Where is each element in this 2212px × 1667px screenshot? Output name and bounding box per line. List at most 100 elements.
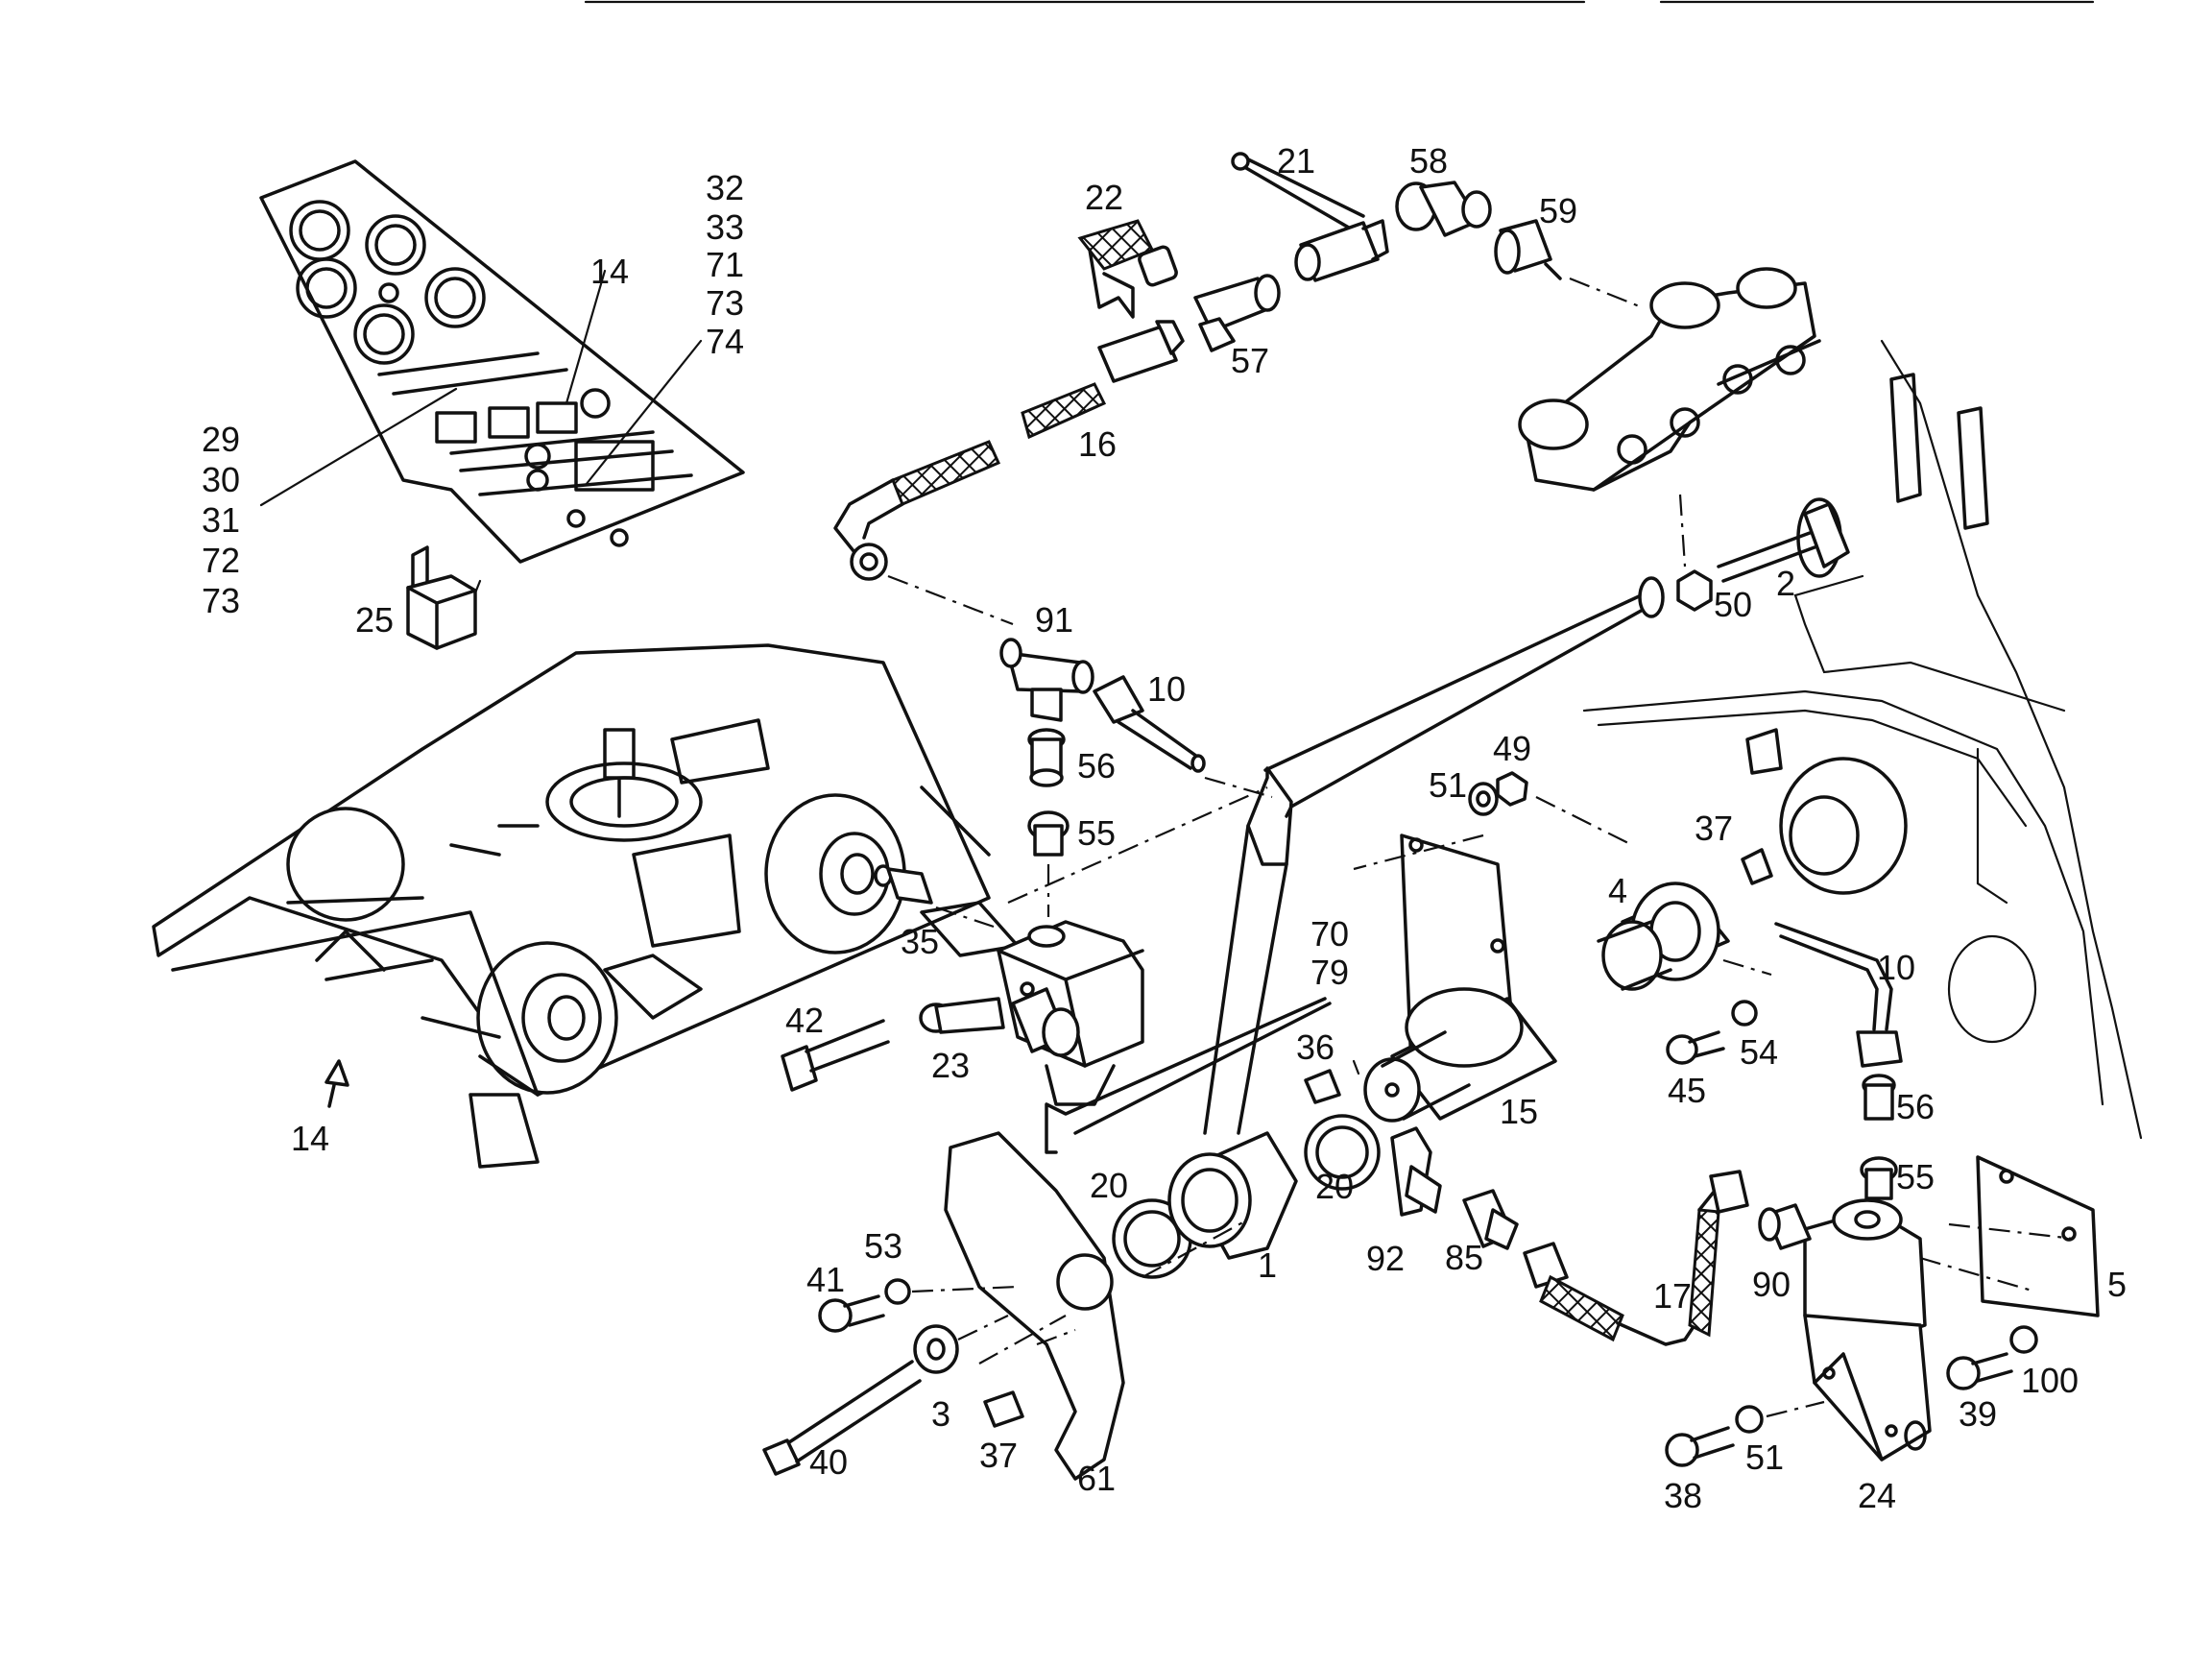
relay xyxy=(406,545,477,650)
callout-73a: 73 xyxy=(202,581,240,620)
callout-30: 30 xyxy=(202,460,240,499)
instrument-panel xyxy=(259,159,745,564)
bolt-40 xyxy=(762,1360,922,1476)
callout-55b: 55 xyxy=(1896,1157,1935,1196)
callout-49: 49 xyxy=(1493,729,1531,768)
bolt-42 xyxy=(781,1019,890,1092)
callout-15: 15 xyxy=(1500,1092,1538,1131)
callout-90: 90 xyxy=(1752,1265,1791,1304)
callout-25: 25 xyxy=(355,600,394,640)
elbow-90 xyxy=(1758,1203,1812,1250)
callout-100: 100 xyxy=(2021,1361,2079,1400)
fitting-59 xyxy=(1494,219,1562,280)
callout-21: 21 xyxy=(1277,141,1315,181)
fitting-55b xyxy=(1860,1156,1898,1200)
callout-70: 70 xyxy=(1310,914,1349,954)
bushing-20b xyxy=(1304,1114,1381,1191)
callout-55a: 55 xyxy=(1077,813,1116,853)
washer-51 xyxy=(1468,782,1499,816)
bearing-housing-1 xyxy=(1167,1131,1298,1260)
callout-42: 42 xyxy=(785,1001,824,1040)
washer-100 xyxy=(2009,1325,2038,1354)
callout-50: 50 xyxy=(1714,585,1752,624)
callout-29: 29 xyxy=(202,420,240,459)
callout-labels: 1 2 3 4 5 10 10 14 14 15 16 17 20 20 21 … xyxy=(202,141,2127,1515)
callout-4: 4 xyxy=(1608,871,1627,910)
callout-14a: 14 xyxy=(590,252,629,291)
callout-14b: 14 xyxy=(291,1119,329,1158)
washer-51b xyxy=(1735,1405,1764,1434)
callout-79: 79 xyxy=(1310,953,1349,992)
callout-56a: 56 xyxy=(1077,746,1116,785)
callout-24: 24 xyxy=(1858,1476,1896,1515)
tee-fitting-57 xyxy=(1193,274,1281,352)
callout-37a: 37 xyxy=(1695,809,1733,848)
callout-56b: 56 xyxy=(1896,1087,1935,1126)
column-tube xyxy=(1203,576,1665,1135)
pin-37b xyxy=(1741,848,1773,885)
hose-17 xyxy=(1523,1170,1749,1346)
callout-74: 74 xyxy=(706,322,744,361)
shaft-15 xyxy=(1363,987,1557,1123)
callout-41: 41 xyxy=(806,1260,845,1299)
pipe-10 xyxy=(1093,675,1206,773)
plate-5 xyxy=(1976,1155,2100,1317)
callout-91: 91 xyxy=(1035,600,1073,640)
valve-21 xyxy=(1231,152,1389,282)
tee-fitting-91 xyxy=(999,638,1094,722)
callout-61: 61 xyxy=(1077,1459,1116,1498)
callout-5: 5 xyxy=(2107,1265,2127,1304)
callout-36: 36 xyxy=(1296,1027,1334,1067)
callout-92: 92 xyxy=(1366,1239,1405,1278)
fitting-85 xyxy=(1462,1189,1519,1250)
washer-3 xyxy=(913,1324,959,1374)
block-24 xyxy=(1803,1198,1932,1462)
callout-53: 53 xyxy=(864,1226,902,1266)
wheel-hub xyxy=(1745,728,1908,895)
bolt-45 xyxy=(1666,1030,1725,1065)
callout-20b: 20 xyxy=(1315,1167,1354,1206)
pin-37 xyxy=(983,1390,1024,1428)
callout-54: 54 xyxy=(1740,1032,1778,1072)
callout-20a: 20 xyxy=(1090,1166,1128,1205)
washer-53 xyxy=(884,1278,911,1305)
callout-37b: 37 xyxy=(979,1436,1018,1475)
fitting-55 xyxy=(1027,810,1070,857)
callout-23: 23 xyxy=(931,1046,970,1085)
callout-10a: 10 xyxy=(1147,669,1186,709)
bolt-38 xyxy=(1665,1426,1735,1467)
callout-71: 71 xyxy=(706,245,744,284)
fitting-35 xyxy=(874,864,933,905)
frame-outline xyxy=(1582,339,2143,1140)
bar-stock xyxy=(1889,373,1922,503)
callout-32: 32 xyxy=(706,168,744,207)
block-4 xyxy=(1597,882,1730,991)
nipple-56b xyxy=(1862,1074,1896,1121)
elbow-58 xyxy=(1395,181,1492,237)
bolt-39 xyxy=(1946,1352,2013,1390)
tee-92 xyxy=(1390,1126,1442,1217)
nut-10 xyxy=(1856,1030,1903,1068)
callout-40: 40 xyxy=(809,1442,848,1482)
bolt-41 xyxy=(818,1294,885,1333)
fitting-22 xyxy=(1077,219,1178,319)
callout-22: 22 xyxy=(1085,178,1123,217)
washer-54 xyxy=(1731,1000,1758,1027)
callout-85: 85 xyxy=(1445,1238,1483,1277)
hose-16 xyxy=(833,320,1185,581)
callout-58: 58 xyxy=(1409,141,1448,181)
pin-36 xyxy=(1304,1069,1341,1104)
callout-1: 1 xyxy=(1258,1245,1277,1285)
vehicle-chassis xyxy=(152,643,1020,1169)
callout-38: 38 xyxy=(1664,1476,1702,1515)
callout-10b: 10 xyxy=(1877,948,1915,987)
callout-2: 2 xyxy=(1776,564,1795,603)
callout-59: 59 xyxy=(1539,191,1577,230)
callout-16: 16 xyxy=(1078,424,1117,464)
lever-23 xyxy=(919,997,1005,1034)
nut-49 xyxy=(1496,771,1528,807)
callout-57: 57 xyxy=(1231,341,1269,380)
callout-39: 39 xyxy=(1959,1394,1997,1434)
callout-3: 3 xyxy=(931,1394,950,1434)
